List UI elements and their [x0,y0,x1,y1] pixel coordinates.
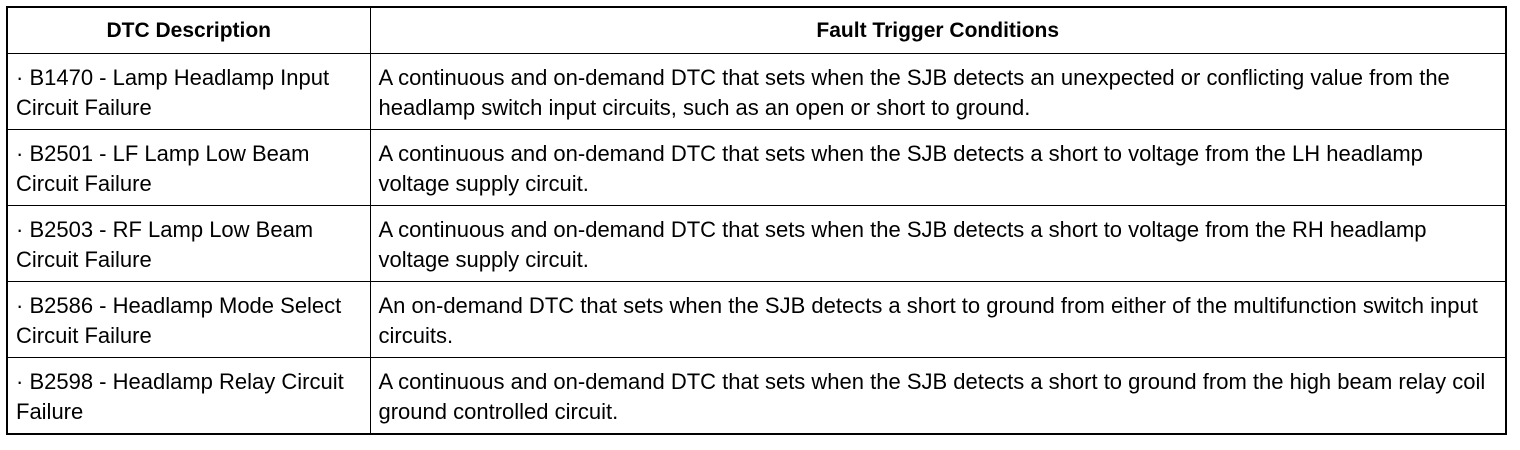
header-fault-trigger-conditions: Fault Trigger Conditions [369,6,1507,54]
fault-conditions-cell: A continuous and on-demand DTC that sets… [369,205,1507,282]
fault-conditions-cell: A continuous and on-demand DTC that sets… [369,129,1507,206]
dtc-description-cell: · B2501 - LF Lamp Low Beam Circuit Failu… [6,129,371,206]
table-header: DTC Description Fault Trigger Conditions [6,6,1507,54]
table-row: · B2586 - Headlamp Mode Select Circuit F… [6,281,1507,358]
table-row: · B2501 - LF Lamp Low Beam Circuit Failu… [6,129,1507,206]
fault-conditions-cell: A continuous and on-demand DTC that sets… [369,53,1507,130]
table-row: · B2503 - RF Lamp Low Beam Circuit Failu… [6,205,1507,282]
table-row: · B2598 - Headlamp Relay Circuit Failure… [6,357,1507,434]
dtc-description-cell: · B2503 - RF Lamp Low Beam Circuit Failu… [6,205,371,282]
dtc-description-cell: · B2598 - Headlamp Relay Circuit Failure [6,357,371,434]
header-row: DTC Description Fault Trigger Conditions [6,6,1507,54]
table-row: · B1470 - Lamp Headlamp Input Circuit Fa… [6,53,1507,130]
dtc-table: DTC Description Fault Trigger Conditions… [6,6,1507,435]
header-dtc-description: DTC Description [6,6,371,54]
fault-conditions-cell: An on-demand DTC that sets when the SJB … [369,281,1507,358]
dtc-description-cell: · B2586 - Headlamp Mode Select Circuit F… [6,281,371,358]
dtc-description-cell: · B1470 - Lamp Headlamp Input Circuit Fa… [6,53,371,130]
table-body: · B1470 - Lamp Headlamp Input Circuit Fa… [6,53,1507,434]
fault-conditions-cell: A continuous and on-demand DTC that sets… [369,357,1507,434]
